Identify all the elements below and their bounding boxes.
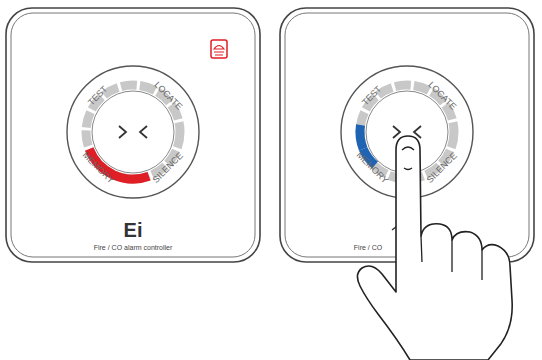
center-button — [92, 91, 174, 173]
button-ring — [67, 66, 199, 198]
device-inner-edge — [11, 13, 255, 257]
blue-led-arc — [360, 125, 363, 149]
chevrons — [119, 126, 147, 138]
product-name: Fire / CO alarm controller — [94, 244, 173, 251]
warning-symbol — [214, 46, 224, 56]
hand-details — [402, 147, 482, 280]
device-housing — [6, 8, 260, 262]
product-name: Fire / CO — [354, 244, 382, 251]
warning-icon — [211, 40, 227, 58]
brand-logo: Ei — [124, 220, 143, 240]
